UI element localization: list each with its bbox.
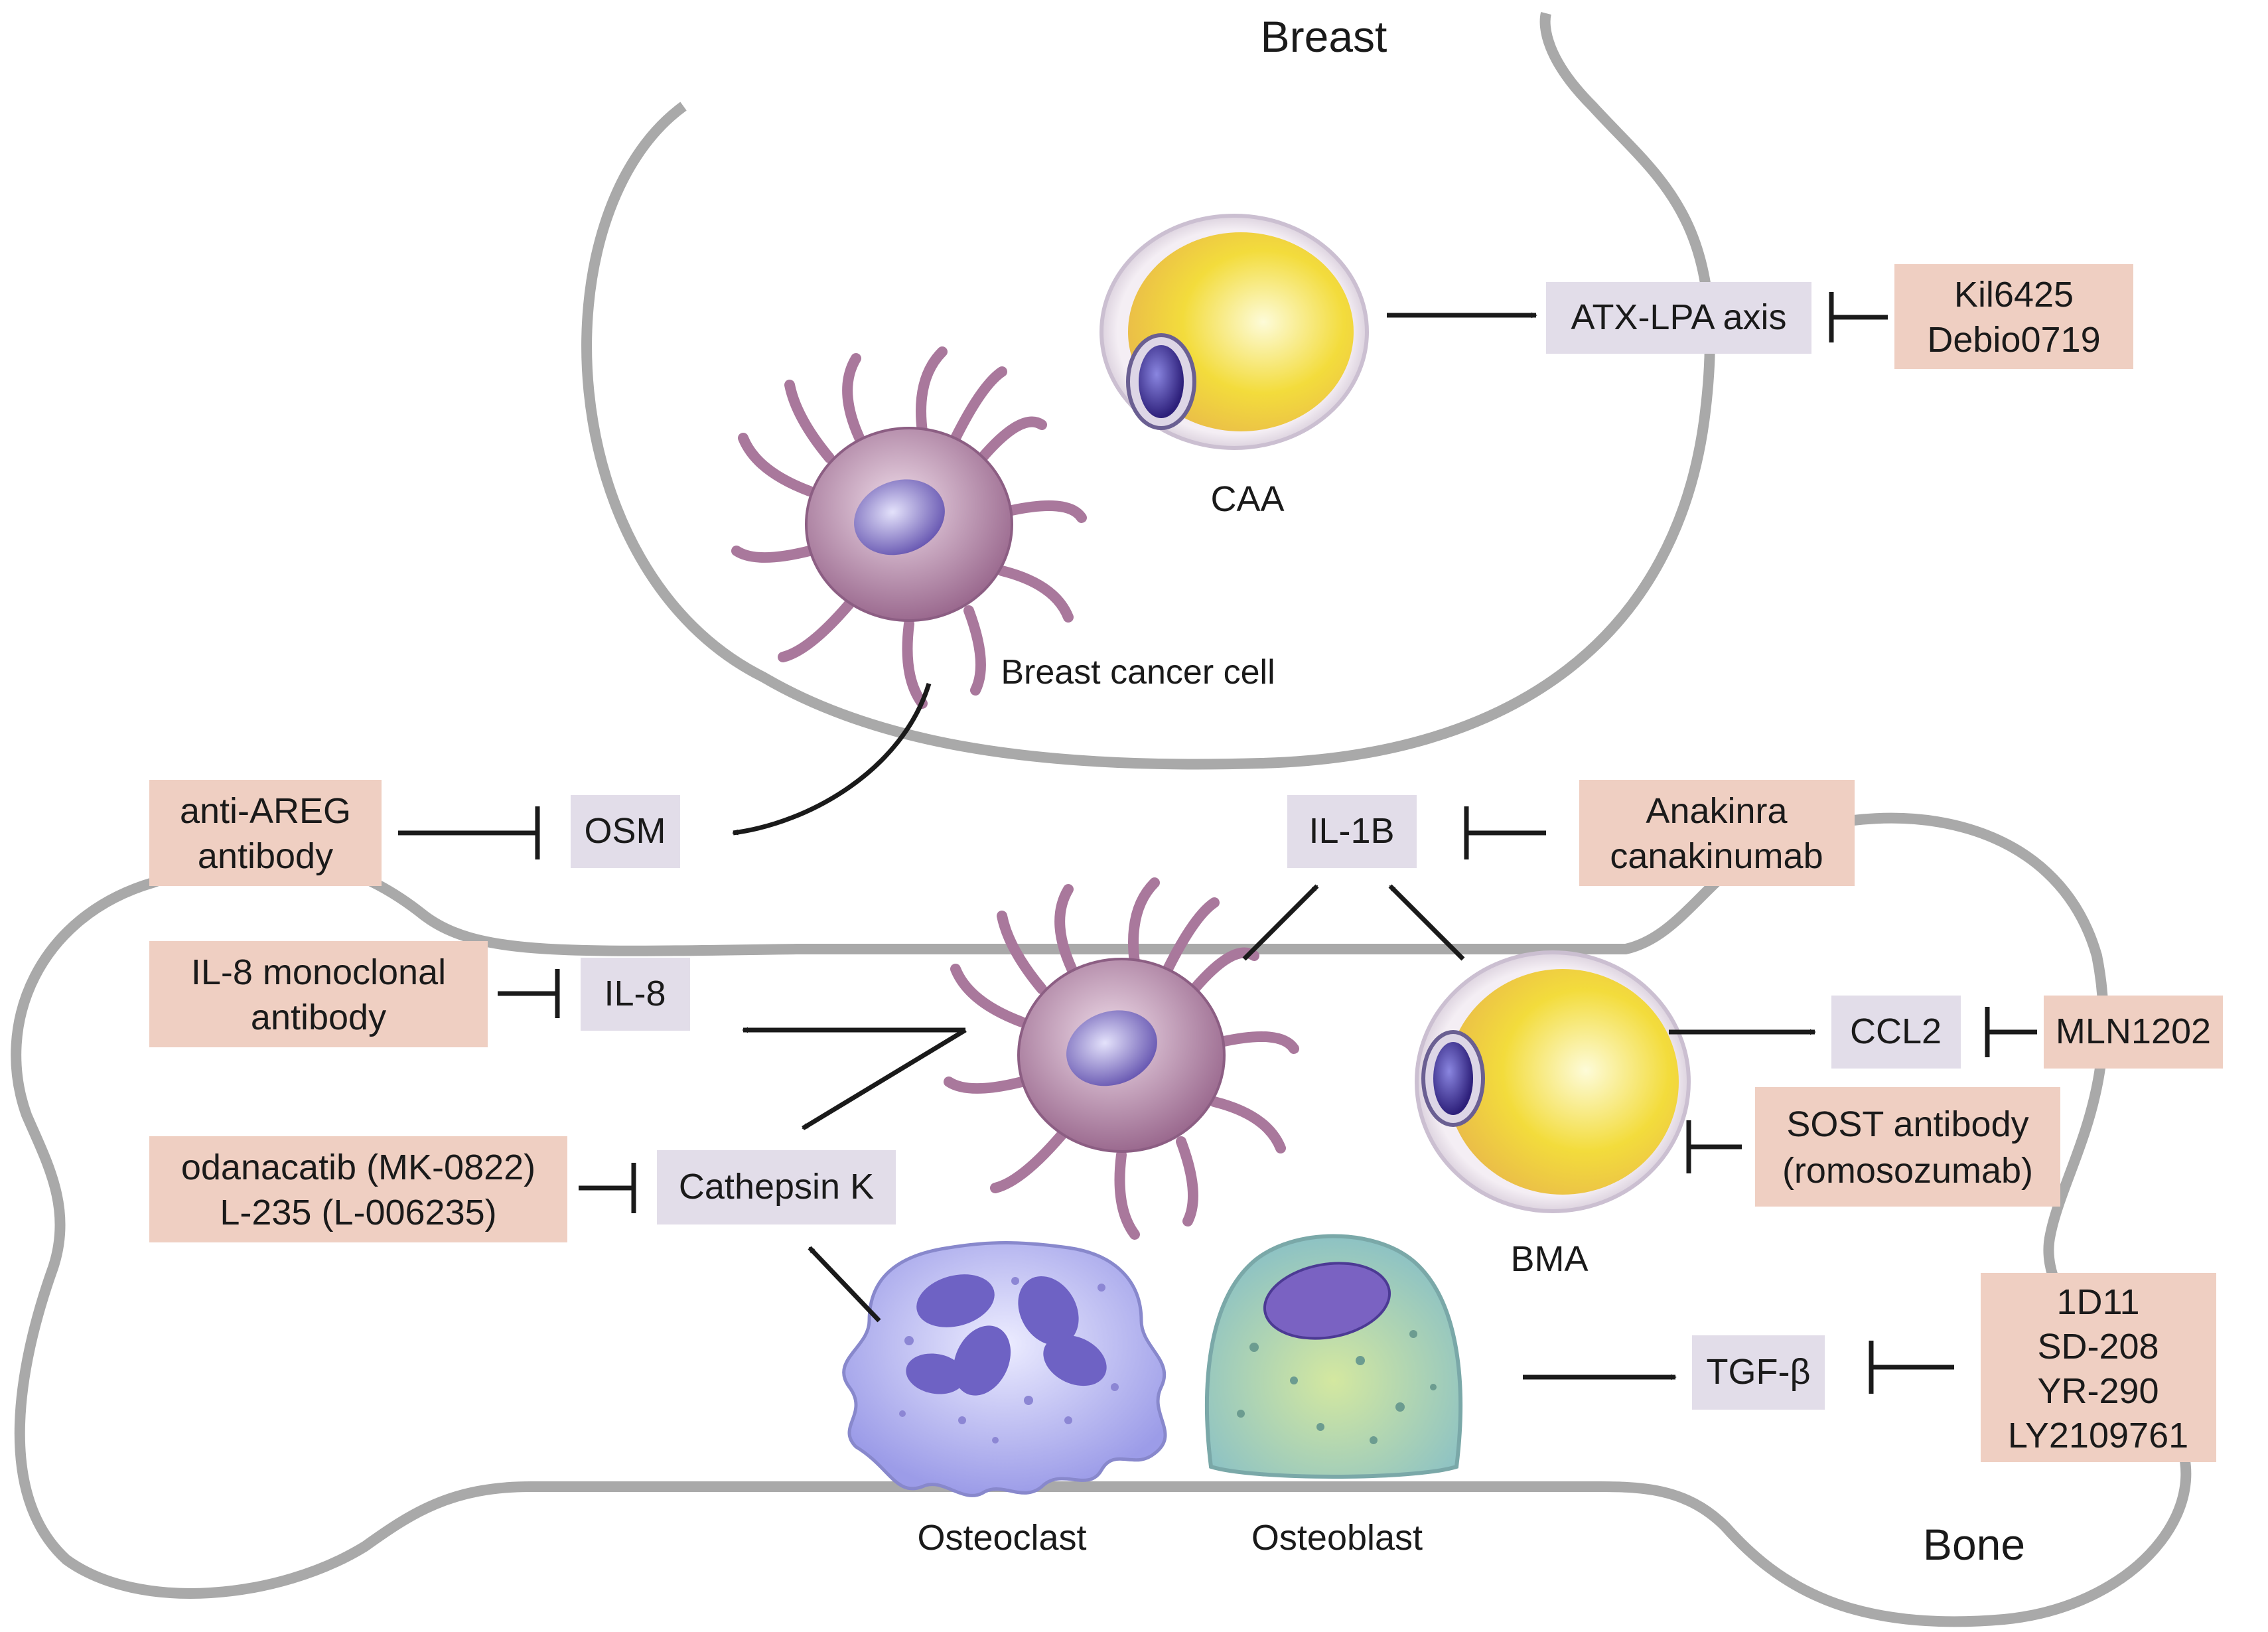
arrow-bma-to-il1b: [1388, 884, 1465, 961]
osteoblast-label: Osteoblast: [1251, 1518, 1423, 1558]
inhibit-osm: [398, 806, 540, 859]
inhibit-tgfb: [1869, 1341, 1954, 1394]
inhibit-il1b: [1464, 806, 1546, 859]
osteoblast-cell: [1204, 1234, 1463, 1479]
yr290-text: YR-290: [2037, 1371, 2159, 1411]
odanacatib-text: odanacatib (MK-0822): [181, 1148, 535, 1187]
sd208-text: SD-208: [2037, 1327, 2159, 1367]
kil6425-text: Kil6425: [1954, 275, 2074, 315]
inhibit-il8: [498, 969, 560, 1018]
atx-lpa-target: ATX-LPA axis: [1546, 282, 1811, 354]
cathepsin-k-text: Cathepsin K: [679, 1167, 874, 1207]
tgfb-inhibitor-box: 1D11 SD-208 YR-290 LY2109761: [1981, 1273, 2216, 1462]
il8-monoclonal-text: IL-8 monoclonal: [191, 952, 446, 992]
canakinumab-text: canakinumab: [1610, 836, 1823, 876]
romosozumab-text: (romosozumab): [1782, 1151, 2033, 1191]
debio0719-text: Debio0719: [1927, 320, 2100, 360]
il8-inhibitor-box: IL-8 monoclonal antibody: [149, 941, 488, 1047]
ccl2-text: CCL2: [1850, 1011, 1942, 1051]
bone-cancer-cell: [944, 877, 1299, 1240]
ly2109761-text: LY2109761: [2008, 1416, 2188, 1455]
inhibit-cathepsin: [579, 1163, 636, 1213]
breast-outline: [581, 12, 1715, 770]
tgfb-text: TGF-β: [1706, 1352, 1810, 1392]
il1b-inhibitor-box: Anakinra canakinumab: [1579, 780, 1855, 886]
arrow-osteoclast-to-cathepsin: [808, 1246, 881, 1323]
arrow-bonecancer-to-cathepsin: [802, 1028, 967, 1130]
il8-target: IL-8: [581, 958, 690, 1031]
1d11-text: 1D11: [2056, 1282, 2139, 1322]
anti-areg-antibody-text: antibody: [198, 836, 333, 876]
mln1202-text: MLN1202: [2056, 1011, 2211, 1051]
il8-text: IL-8: [604, 974, 666, 1013]
l235-text: L-235 (L-006235): [220, 1193, 496, 1232]
anakinra-text: Anakinra: [1646, 791, 1788, 831]
inhibit-ccl2: [1985, 1007, 2037, 1057]
ccl2-target: CCL2: [1831, 996, 1961, 1069]
caa-label: CAA: [1210, 479, 1284, 519]
atx-lpa-text: ATX-LPA axis: [1571, 297, 1786, 337]
arrow-bonecancer-to-il1b: [1242, 884, 1319, 961]
bone-outline: [11, 812, 2192, 1627]
inhibit-atx: [1829, 292, 1888, 342]
il1b-target: IL-1B: [1287, 795, 1417, 868]
sost-antibody-text: SOST antibody: [1786, 1104, 2028, 1144]
osm-inhibitor-box: anti-AREG antibody: [149, 780, 382, 886]
osteoclast-cell: [842, 1241, 1167, 1497]
bma-label: BMA: [1510, 1239, 1588, 1279]
bma-cell: [1415, 950, 1691, 1213]
caa-cell: [1099, 214, 1369, 450]
inhibit-sost: [1686, 1120, 1742, 1173]
anti-areg-text: anti-AREG: [180, 791, 351, 831]
breast-region-label: Breast: [1261, 12, 1387, 61]
osteoclast-label: Osteoclast: [917, 1518, 1086, 1558]
il1b-text: IL-1B: [1309, 811, 1394, 851]
cathepsin-k-inhibitor-box: odanacatib (MK-0822) L-235 (L-006235): [149, 1136, 567, 1242]
tgfb-target: TGF-β: [1692, 1335, 1825, 1410]
il8-antibody-text: antibody: [251, 998, 386, 1037]
atx-lpa-inhibitor-box: Kil6425 Debio0719: [1894, 264, 2133, 369]
bone-region-label: Bone: [1923, 1520, 2025, 1569]
osm-target: OSM: [571, 795, 680, 868]
sost-antibody-box: SOST antibody (romosozumab): [1755, 1087, 2060, 1207]
breast-cancer-cell: [731, 346, 1087, 709]
cathepsin-k-target: Cathepsin K: [657, 1150, 896, 1224]
breast-cancer-cell-label: Breast cancer cell: [1001, 653, 1275, 692]
osm-text: OSM: [584, 811, 666, 851]
ccl2-inhibitor-box: MLN1202: [2044, 996, 2223, 1069]
arrow-cancer-to-osm: [732, 682, 932, 836]
